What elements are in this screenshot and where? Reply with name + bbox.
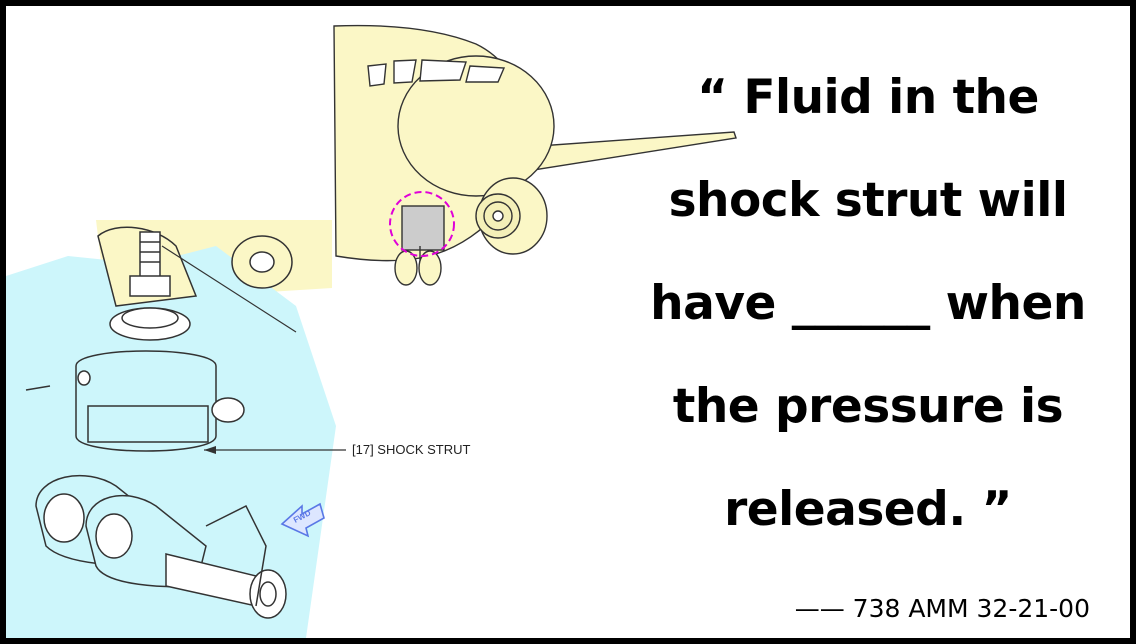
- forward-arrow-icon: [280, 502, 325, 538]
- aircraft-nose-view: [333, 24, 737, 286]
- highlight-circle: [389, 191, 455, 257]
- quote-line: “ Fluid in the: [697, 70, 1039, 125]
- quote-block: “ Fluid in the shock strut will have ___…: [628, 46, 1108, 561]
- quote-line: shock strut will: [668, 173, 1068, 228]
- quote-line: the pressure is: [672, 379, 1064, 434]
- shock-strut-detail-view: [6, 220, 346, 638]
- landing-gear-illustration: [6, 24, 737, 638]
- quote-line: released. ”: [724, 482, 1012, 537]
- slide-frame: [17] SHOCK STRUT FWD “ Fluid in the shoc…: [6, 6, 1130, 638]
- quote-line: have ______ when: [650, 276, 1086, 331]
- shock-strut-callout: [17] SHOCK STRUT: [352, 442, 471, 457]
- quote-source: —— 738 AMM 32-21-00: [794, 594, 1090, 623]
